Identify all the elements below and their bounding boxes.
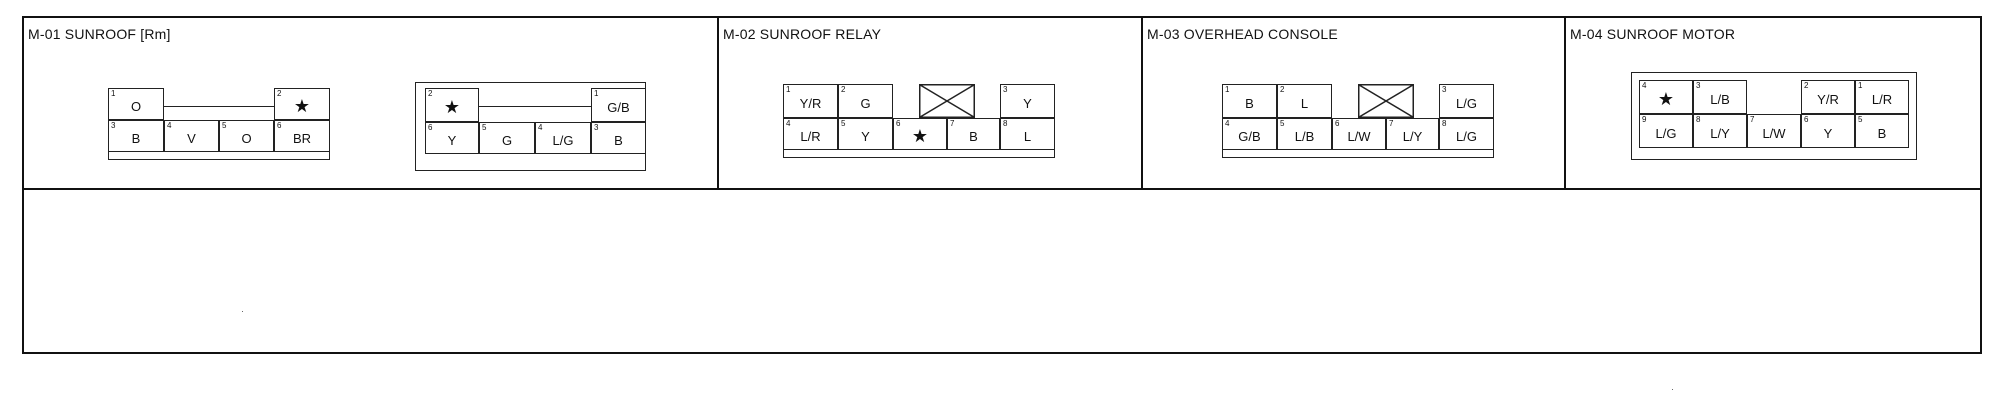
stray-mark [1672,389,1673,390]
cross-box-icon [919,84,975,118]
stray-mark [242,311,243,312]
pin-2: 2★ [425,88,479,122]
cross-box-icon [1358,84,1414,118]
section-divider-1 [717,18,719,188]
section-divider-2 [1141,18,1143,188]
title-m01: M-01 SUNROOF [Rm] [28,26,171,42]
title-m02: M-02 SUNROOF RELAY [723,26,882,42]
title-m04: M-04 SUNROOF MOTOR [1570,26,1736,42]
connector-base [108,152,330,160]
pin-2: 2★ [274,88,330,120]
title-m03: M-03 OVERHEAD CONSOLE [1147,26,1338,42]
diagram-frame: M-01 SUNROOF [Rm] M-02 SUNROOF RELAY M-0… [22,16,1982,354]
pin-6: 6★ [893,118,947,150]
connector-base [783,150,1055,158]
pin-4: 4★ [1639,80,1693,114]
connector-base [1222,150,1494,158]
section-divider-3 [1564,18,1566,188]
section-divider-horizontal [24,188,1980,190]
